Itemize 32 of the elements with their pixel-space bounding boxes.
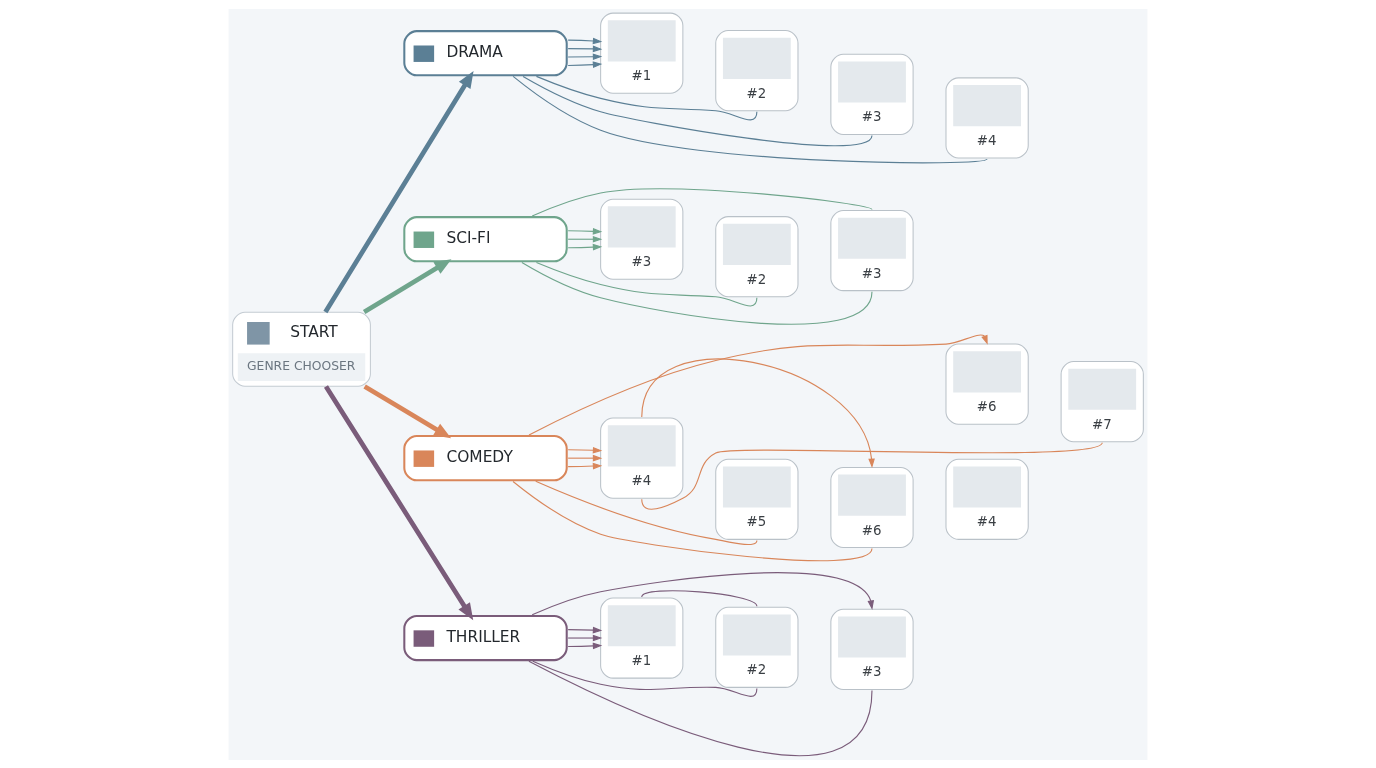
arrow bbox=[323, 384, 474, 620]
connector bbox=[535, 261, 758, 306]
connector bbox=[528, 660, 873, 756]
arrow bbox=[362, 258, 452, 314]
arrow bbox=[567, 446, 603, 454]
arrow bbox=[531, 571, 875, 615]
arrow bbox=[567, 626, 603, 633]
connector bbox=[521, 261, 873, 325]
connector bbox=[532, 660, 758, 697]
arrow bbox=[567, 642, 603, 649]
arrow bbox=[567, 462, 603, 469]
connector bbox=[531, 187, 873, 217]
connector bbox=[522, 75, 873, 146]
connector bbox=[512, 75, 988, 163]
arrow bbox=[323, 70, 474, 313]
arrow bbox=[567, 53, 603, 60]
arrow bbox=[528, 333, 988, 436]
arrow bbox=[567, 37, 603, 44]
connector bbox=[641, 441, 1103, 510]
connector bbox=[535, 480, 758, 545]
connector bbox=[535, 75, 758, 120]
arrow bbox=[567, 60, 603, 68]
arrow bbox=[567, 227, 603, 235]
arrow bbox=[641, 358, 875, 468]
arrow bbox=[363, 383, 452, 438]
arrow bbox=[567, 454, 603, 461]
connector bbox=[641, 589, 758, 607]
arrow bbox=[567, 235, 603, 243]
connector bbox=[512, 480, 873, 561]
arrow bbox=[567, 243, 603, 250]
arrow bbox=[567, 45, 603, 52]
arrow bbox=[567, 634, 603, 641]
